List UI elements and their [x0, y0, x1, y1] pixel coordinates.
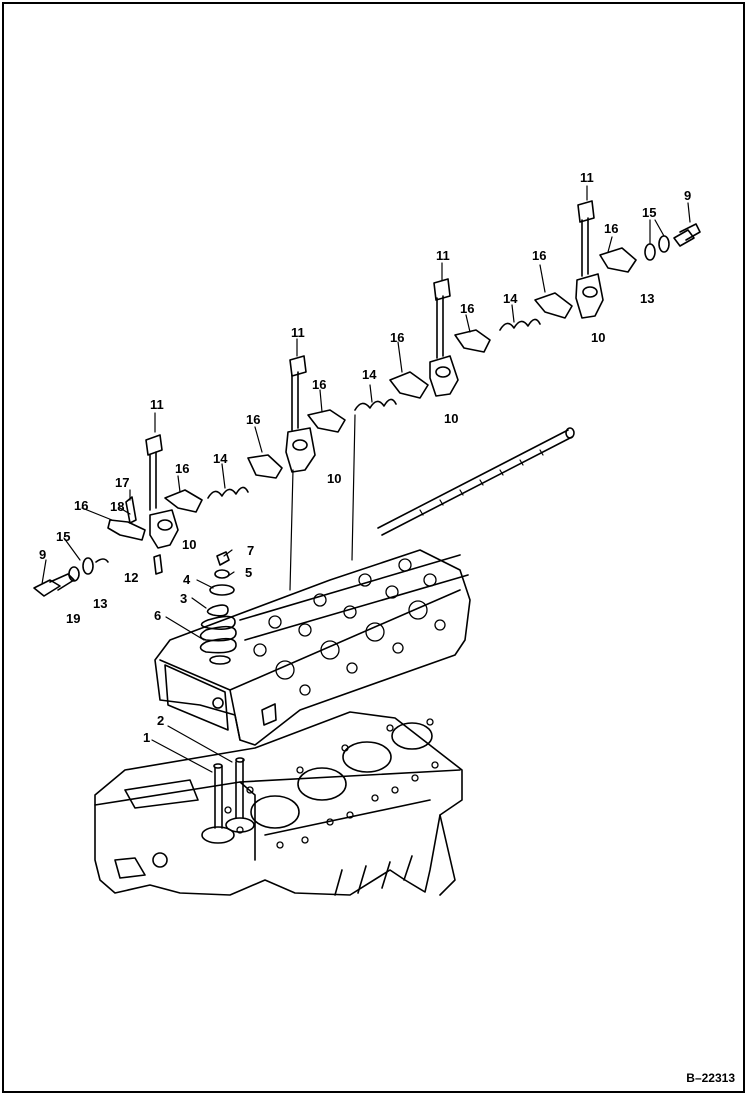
callout-6: 6 — [154, 608, 162, 623]
callout-14-c: 14 — [503, 291, 518, 306]
callout-15-a: 15 — [56, 529, 71, 544]
callout-4: 4 — [183, 572, 191, 587]
washer-15-right-a — [644, 243, 656, 261]
callout-16-c: 16 — [246, 412, 261, 427]
callout-12: 12 — [124, 570, 139, 585]
callout-10-d: 10 — [591, 330, 606, 345]
valve-exhaust — [225, 757, 255, 833]
callout-17: 17 — [115, 475, 130, 490]
rocker-set-1 — [107, 434, 249, 575]
leader-1 — [151, 739, 213, 773]
callout-2: 2 — [157, 713, 165, 728]
callout-16-g: 16 — [532, 248, 547, 263]
callout-16-e: 16 — [390, 330, 405, 345]
callout-13-b: 13 — [640, 291, 655, 306]
callout-9-b: 9 — [684, 188, 692, 203]
spring-pin-13-left — [95, 558, 109, 563]
valve-intake — [201, 763, 235, 844]
washer-15-right-b — [658, 235, 670, 253]
callout-7: 7 — [247, 543, 255, 558]
callout-11-d: 11 — [580, 170, 594, 185]
callout-18: 18 — [110, 499, 125, 514]
callout-13-a: 13 — [93, 596, 108, 611]
callout-16-a: 16 — [74, 498, 89, 513]
callout-11-a: 11 — [150, 397, 164, 412]
callout-10-c: 10 — [444, 411, 459, 426]
callout-11-c: 11 — [436, 248, 450, 263]
callout-10-b: 10 — [327, 471, 342, 486]
rocker-set-4 — [534, 200, 637, 319]
callout-5: 5 — [245, 565, 253, 580]
valve-spring-assembly — [165, 551, 237, 665]
leader-lines — [41, 185, 691, 609]
callout-3: 3 — [180, 591, 188, 606]
cylinder-block — [94, 711, 463, 896]
washer-15-left — [82, 557, 94, 575]
plug-bolt-right — [673, 223, 701, 247]
figure-id: B–22313 — [686, 1071, 735, 1085]
callout-15-b: 15 — [642, 205, 657, 220]
stud-line-2 — [351, 414, 356, 561]
callout-10-a: 10 — [182, 537, 197, 552]
callout-19: 19 — [66, 611, 81, 626]
callout-16-f: 16 — [460, 301, 475, 316]
callout-16-b: 16 — [175, 461, 190, 476]
rocker-set-3 — [389, 278, 541, 399]
callout-16-h: 16 — [604, 221, 619, 236]
leader-2 — [167, 725, 233, 763]
washer-19 — [68, 566, 80, 582]
plug-bolt-left — [33, 573, 75, 597]
stud-line-1 — [289, 469, 294, 591]
rocker-set-2 — [247, 355, 397, 479]
callout-9-a: 9 — [39, 547, 47, 562]
callout-11-b: 11 — [291, 325, 305, 340]
rocker-shaft — [377, 427, 575, 536]
callout-14-b: 14 — [362, 367, 377, 382]
cylinder-head — [154, 549, 471, 746]
callout-1: 1 — [143, 730, 151, 745]
callout-16-d: 16 — [312, 377, 327, 392]
callout-14-a: 14 — [213, 451, 228, 466]
